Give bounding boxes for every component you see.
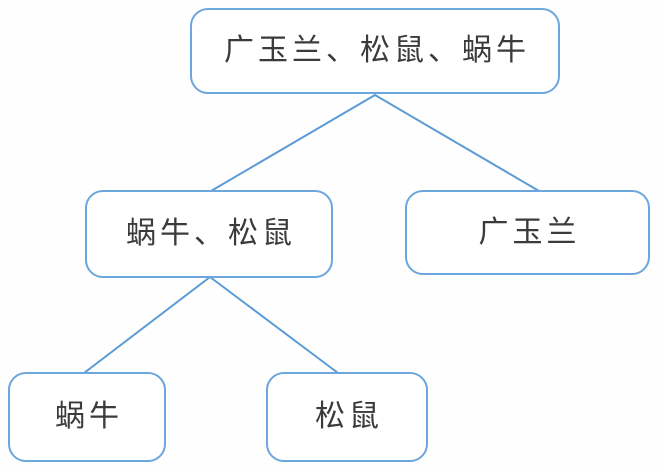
node-leaf-snail: 蜗牛: [8, 372, 166, 462]
node-leaf-squirrel: 松鼠: [266, 372, 428, 462]
edge-left-child-to-leaf-right: [209, 276, 339, 374]
node-right-child: 广玉兰: [405, 190, 650, 275]
node-left-child: 蜗牛、松鼠: [85, 190, 333, 278]
edge-root-to-right-child: [374, 94, 540, 192]
node-leaf-snail-label: 蜗牛: [55, 400, 123, 433]
node-right-child-label: 广玉兰: [478, 215, 581, 249]
node-leaf-squirrel-label: 松鼠: [315, 400, 383, 433]
edge-root-to-left-child: [210, 94, 376, 192]
node-root-label: 广玉兰、松鼠、蜗牛: [224, 34, 530, 67]
edge-left-child-to-leaf-left: [83, 276, 211, 374]
node-root: 广玉兰、松鼠、蜗牛: [190, 8, 560, 94]
node-left-child-label: 蜗牛、松鼠: [126, 217, 296, 250]
